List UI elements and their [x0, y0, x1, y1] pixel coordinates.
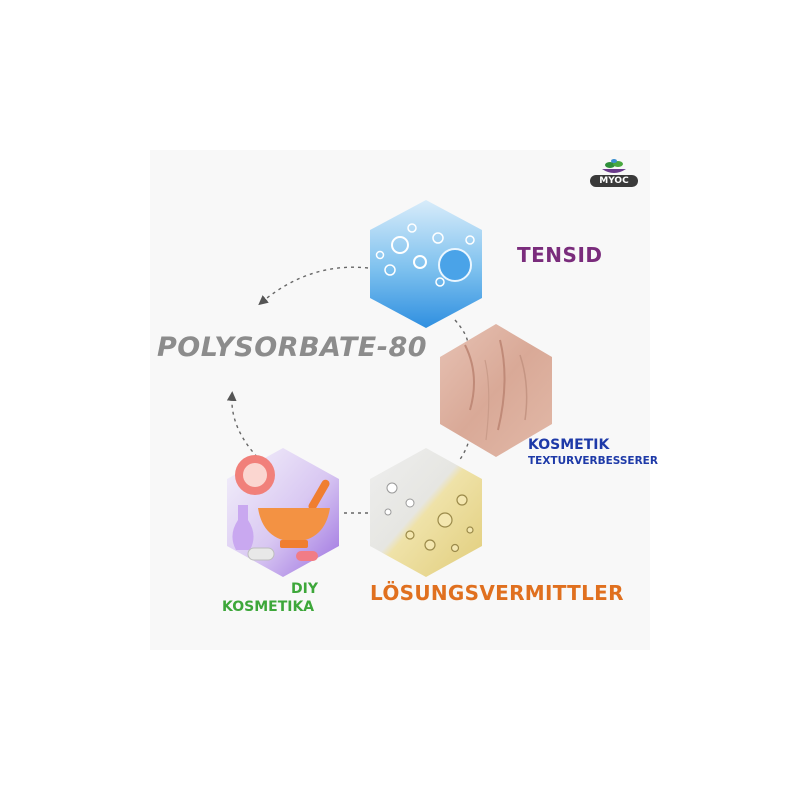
label-loesungsvermittler: LÖSUNGSVERMITTLER: [370, 581, 624, 605]
label-kosmetik: KOSMETIK: [528, 437, 610, 453]
label-kosmetika: KOSMETIKA: [222, 599, 315, 615]
label-texturverbesserer: TEXTURVERBESSERER: [528, 455, 658, 467]
label-diy: DIY: [291, 581, 318, 597]
mortar-pestle-image: [227, 448, 339, 577]
connector-skin-to-oil: [457, 436, 471, 463]
plant-bowl-icon: [602, 159, 626, 173]
diagram-title: POLYSORBATE-80: [157, 332, 428, 363]
connector-tensid-to-skin: [454, 319, 469, 346]
connector-diy-to-title: [226, 391, 263, 463]
myoc-logo: MYOC: [588, 157, 640, 197]
logo-text: MYOC: [590, 175, 638, 187]
foam-bubbles-image: [370, 200, 482, 328]
oil-bubbles-image: [370, 448, 482, 577]
label-tensid: TENSID: [517, 243, 603, 267]
connector-tensid-to-title: [258, 266, 369, 306]
skin-texture-image: [440, 324, 552, 457]
